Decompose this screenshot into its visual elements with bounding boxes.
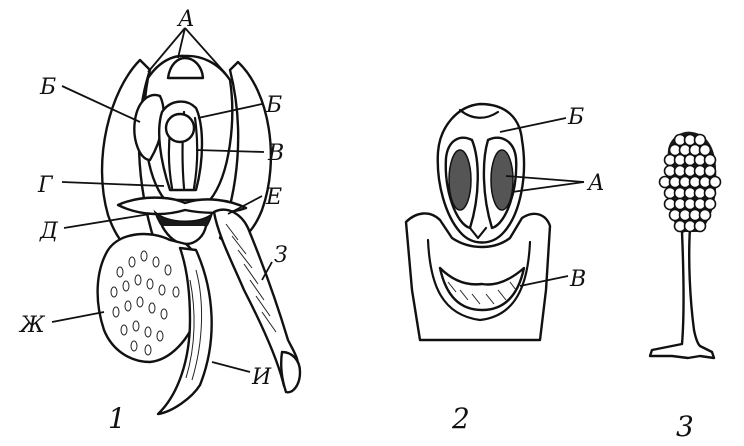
label-zh: Ж [18,313,46,338]
pollen-cluster [660,132,721,232]
label-i: И [251,365,272,390]
label-fig2-a: А [586,171,605,196]
label-e: Е [265,185,282,210]
label-z: З [274,243,288,268]
label-b-right: Б [265,93,282,118]
label-d: Д [39,219,59,244]
label-v: В [267,141,284,166]
label-a: А [176,7,195,32]
label-b-left: Б [39,75,56,100]
pollen-grain [710,177,721,188]
figure-1-number: 1 [108,402,126,435]
pollinium-stalk [650,228,714,358]
figure-2-number: 2 [451,402,470,435]
pollen-grain [705,155,716,166]
pollen-grain [705,199,716,210]
label-g: Г [37,173,54,198]
label-fig2-v: В [569,267,586,292]
figure-3-pollinium [650,132,721,358]
label-fig2-b: Б [567,105,584,130]
pollen-grain [705,188,716,199]
pollen-grain [695,221,706,232]
pollen-grain [705,166,716,177]
figure-3-number: 3 [676,410,694,443]
figure-2-section [406,104,550,340]
pollen-grain [700,210,711,221]
